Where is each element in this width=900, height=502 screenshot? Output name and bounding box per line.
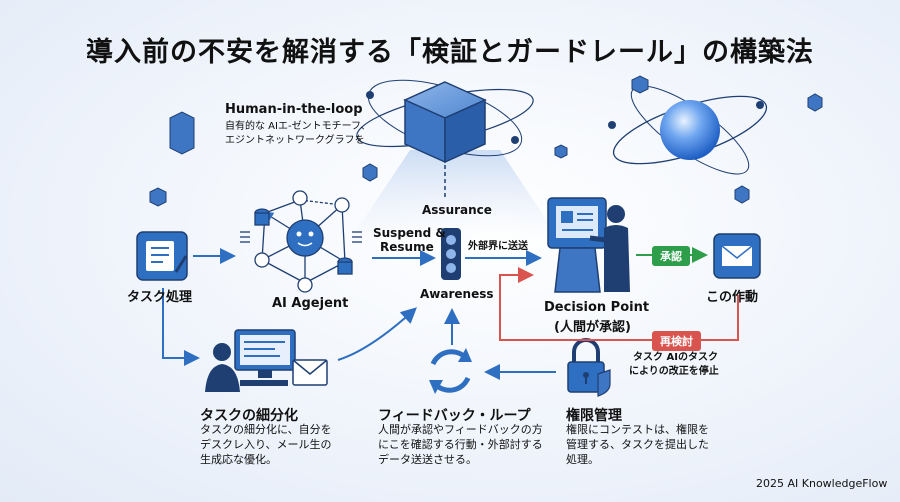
light-beam (350, 150, 560, 240)
hitl-line2: エジントネットワークグラフを (225, 135, 365, 146)
decision-point-label: Decision Point (544, 300, 650, 315)
review-line1: タスク AIのタスク (633, 352, 718, 363)
task-split-line3: 生成応な優化。 (200, 453, 277, 466)
agent-network-icon (240, 190, 362, 293)
traffic-light-icon (441, 228, 461, 280)
suspend-label-2: Resume (380, 240, 434, 254)
feedback-title: フィードバック・ループ (378, 408, 531, 424)
sync-icon (429, 348, 472, 394)
computer-user-icon (205, 329, 296, 392)
feedback-line2: にこを確認する行動・外部討する (378, 438, 543, 451)
task-split-line1: タスクの細分化に、自分を (200, 423, 332, 436)
task-split-title: タスクの細分化 (200, 408, 298, 424)
feedback-line1: 人間が承認やフィードバックの方 (378, 423, 543, 436)
kiosk-operator-icon (547, 197, 630, 293)
lock-shield-icon (567, 338, 611, 397)
page-title: 導入前の不安を解消する「検証とガードレール」の構築法 (86, 37, 814, 68)
awareness-label: Awareness (420, 287, 494, 301)
feedback-line3: データ送送させる。 (378, 453, 477, 466)
task-process-label: タスク処理 (127, 290, 193, 305)
perm-line3: 処理。 (566, 453, 599, 466)
approve-badge: 承認 (652, 246, 690, 266)
footer-credit: 2025 AI KnowledgeFlow (756, 477, 888, 490)
this-action-label: この作動 (706, 290, 759, 305)
cube-icon (356, 79, 534, 200)
review-line2: によりの改正を停止 (629, 366, 719, 377)
perm-title: 権限管理 (566, 408, 622, 424)
mail-icon (292, 359, 328, 386)
flow-arrows (162, 247, 739, 380)
review-badge: 再検討 (652, 331, 701, 351)
hitl-title: Human-in-the-loop (225, 102, 363, 117)
perm-line1: 権限にコンテストは、権限を (566, 423, 709, 436)
small-cube-icon (149, 75, 823, 207)
ai-agent-label: AI Agejent (272, 296, 349, 311)
suspend-label-1: Suspend & (373, 226, 446, 240)
external-send-label: 外部界に送送 (468, 241, 528, 252)
decision-point-sub: (人間が承認) (554, 320, 631, 335)
globe-orbit-icon (608, 85, 768, 175)
task-split-line2: デスクレ入り、メール生の (200, 438, 332, 451)
envelope-icon (713, 233, 761, 279)
assurance-label: Assurance (422, 203, 492, 217)
perm-line2: 管理する、タスクを提出した (566, 438, 709, 451)
hitl-line1: 自有的な AIエ-ゼントモチーフ、 (225, 121, 371, 132)
task-doc-icon (136, 231, 188, 281)
